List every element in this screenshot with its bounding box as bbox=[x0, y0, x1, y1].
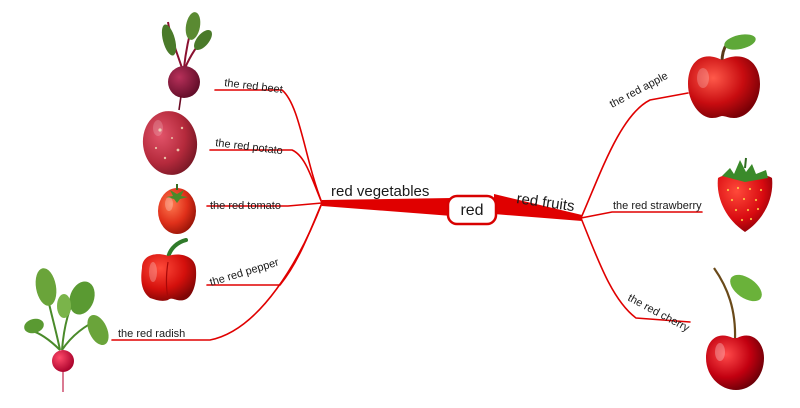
center-topic-label: red bbox=[460, 202, 483, 219]
leaf-label-strawberry[interactable]: the red strawberry bbox=[613, 200, 702, 212]
center-topic-box bbox=[446, 194, 498, 226]
potato-icon bbox=[142, 111, 198, 175]
beet-icon bbox=[161, 12, 212, 111]
apple-icon bbox=[688, 34, 760, 118]
center-topic[interactable]: red bbox=[446, 194, 498, 226]
connector-beet bbox=[214, 89, 323, 204]
leaf-label-beet[interactable]: the red beet bbox=[224, 77, 284, 96]
connector-cherry bbox=[580, 217, 691, 323]
connector-radish bbox=[111, 202, 323, 341]
radish-icon bbox=[24, 268, 109, 392]
connector-potato bbox=[209, 149, 323, 204]
branch-label-vegetables[interactable]: red vegetables bbox=[331, 183, 429, 200]
branch-fruits-trunk bbox=[494, 194, 582, 221]
pepper-icon bbox=[141, 238, 197, 301]
connector-strawberry bbox=[580, 211, 703, 219]
tomato-icon bbox=[158, 184, 196, 234]
leaf-label-cherry[interactable]: the red cherry bbox=[626, 292, 692, 335]
leaf-label-potato[interactable]: the red potato bbox=[215, 137, 284, 157]
branch-vegetables-trunk bbox=[322, 198, 452, 216]
leaf-label-radish[interactable]: the red radish bbox=[118, 328, 185, 340]
leaf-label-pepper[interactable]: the red pepper bbox=[208, 256, 280, 288]
cherry-icon bbox=[706, 267, 764, 390]
leaf-label-tomato[interactable]: the red tomato bbox=[210, 200, 281, 212]
strawberry-icon bbox=[717, 157, 773, 232]
connector-apple bbox=[580, 92, 689, 219]
leaf-label-apple[interactable]: the red apple bbox=[608, 70, 670, 111]
connector-tomato bbox=[206, 202, 323, 207]
